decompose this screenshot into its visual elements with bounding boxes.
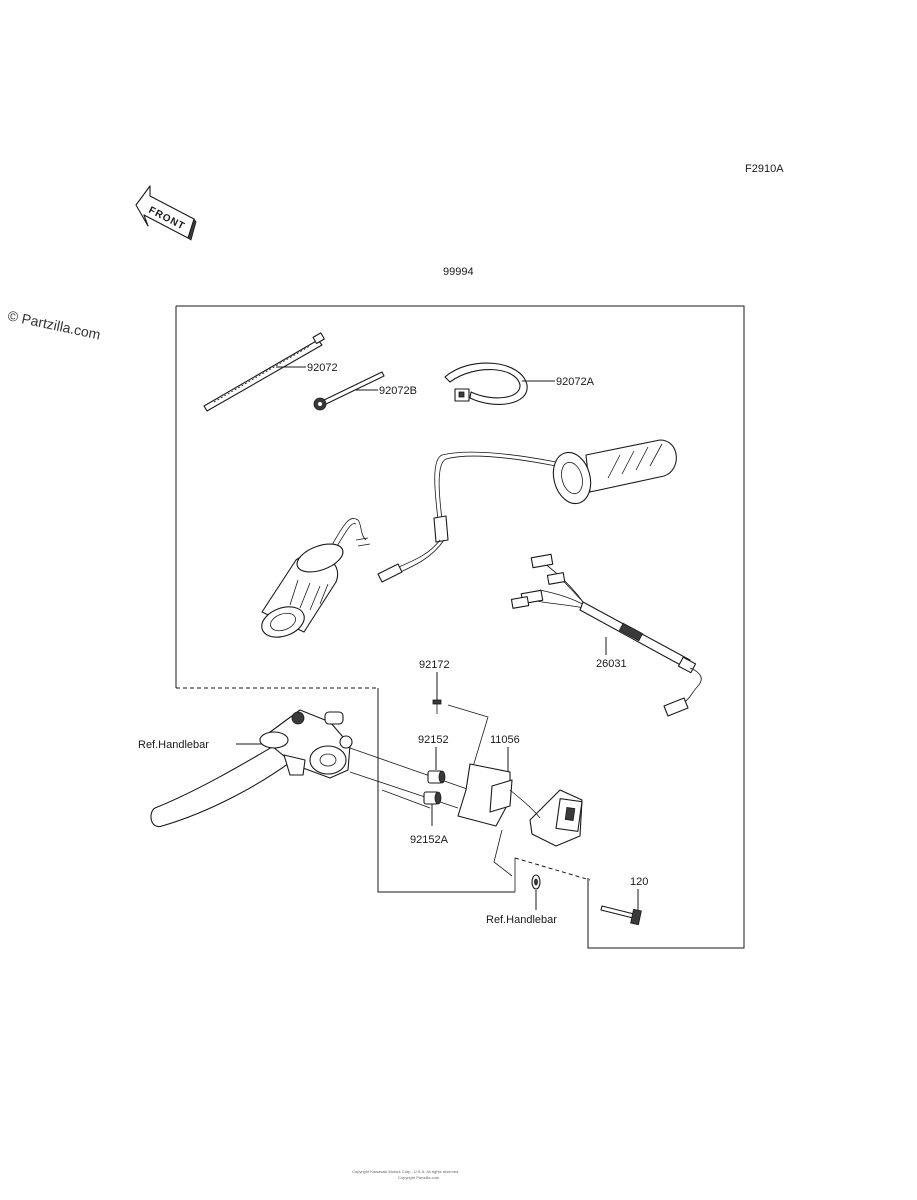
footer-copyright: Copyright Kawasaki Motors Corp., U.S.A. …	[352, 1169, 459, 1174]
front-arrow-icon: FRONT	[135, 185, 197, 241]
cable-band-92072a	[444, 362, 528, 405]
callout-120: 120	[630, 876, 648, 888]
callout-92072a: 92072A	[556, 376, 595, 388]
callout-ref-handlebar-bottom: Ref.Handlebar	[486, 914, 557, 926]
callout-92152: 92152	[418, 734, 449, 746]
kit-boundary-lower	[377, 688, 515, 893]
callout-26031: 26031	[596, 658, 627, 670]
wire-harness-26031	[510, 553, 702, 717]
assembly-number: 99994	[443, 266, 474, 278]
bolt-120	[600, 905, 642, 926]
heated-grip-right	[377, 439, 677, 583]
kit-boundary	[175, 305, 745, 949]
callout-ref-handlebar-left: Ref.Handlebar	[138, 739, 209, 751]
clutch-lever-assembly	[150, 709, 353, 828]
heated-grip-left	[261, 518, 371, 638]
switch-housing-11056	[457, 763, 583, 847]
washer	[531, 874, 541, 890]
screw-92172	[432, 699, 442, 714]
callout-92072: 92072	[307, 362, 338, 374]
spacer-92152	[427, 770, 446, 784]
watermark: © Partzilla.com	[6, 307, 102, 342]
callout-92172: 92172	[419, 659, 450, 671]
callout-11056: 11056	[490, 734, 520, 746]
cable-tie-92072	[203, 332, 325, 412]
callout-92072b: 92072B	[379, 385, 417, 397]
figure-code: F2910A	[745, 163, 784, 175]
spacer-92152a	[423, 791, 442, 805]
footer-copyright-2: Copyright Partzilla.com	[398, 1175, 440, 1180]
callout-92152a: 92152A	[410, 834, 449, 846]
cable-tie-92072b	[313, 371, 385, 411]
